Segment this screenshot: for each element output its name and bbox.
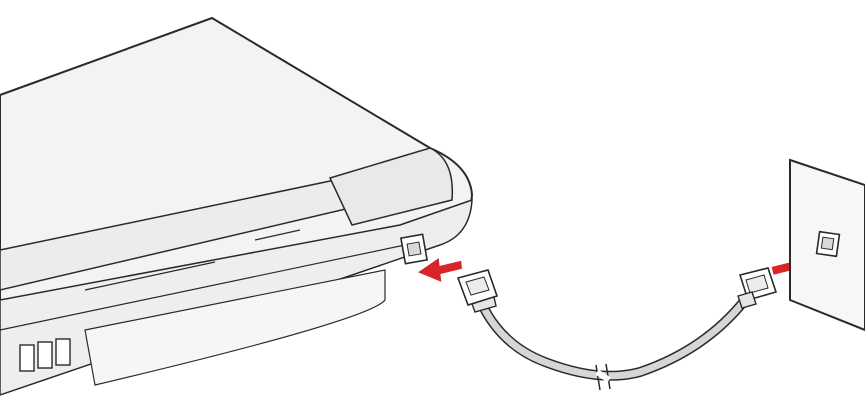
rj11-plug-icon [458,270,497,312]
laptop-icon [0,18,472,395]
phone-cable [480,300,745,390]
wall-jack-icon [790,160,865,330]
rj11-port-icon [401,234,427,263]
wall-jack-port [817,232,840,257]
rj11-plug-icon [738,268,776,308]
